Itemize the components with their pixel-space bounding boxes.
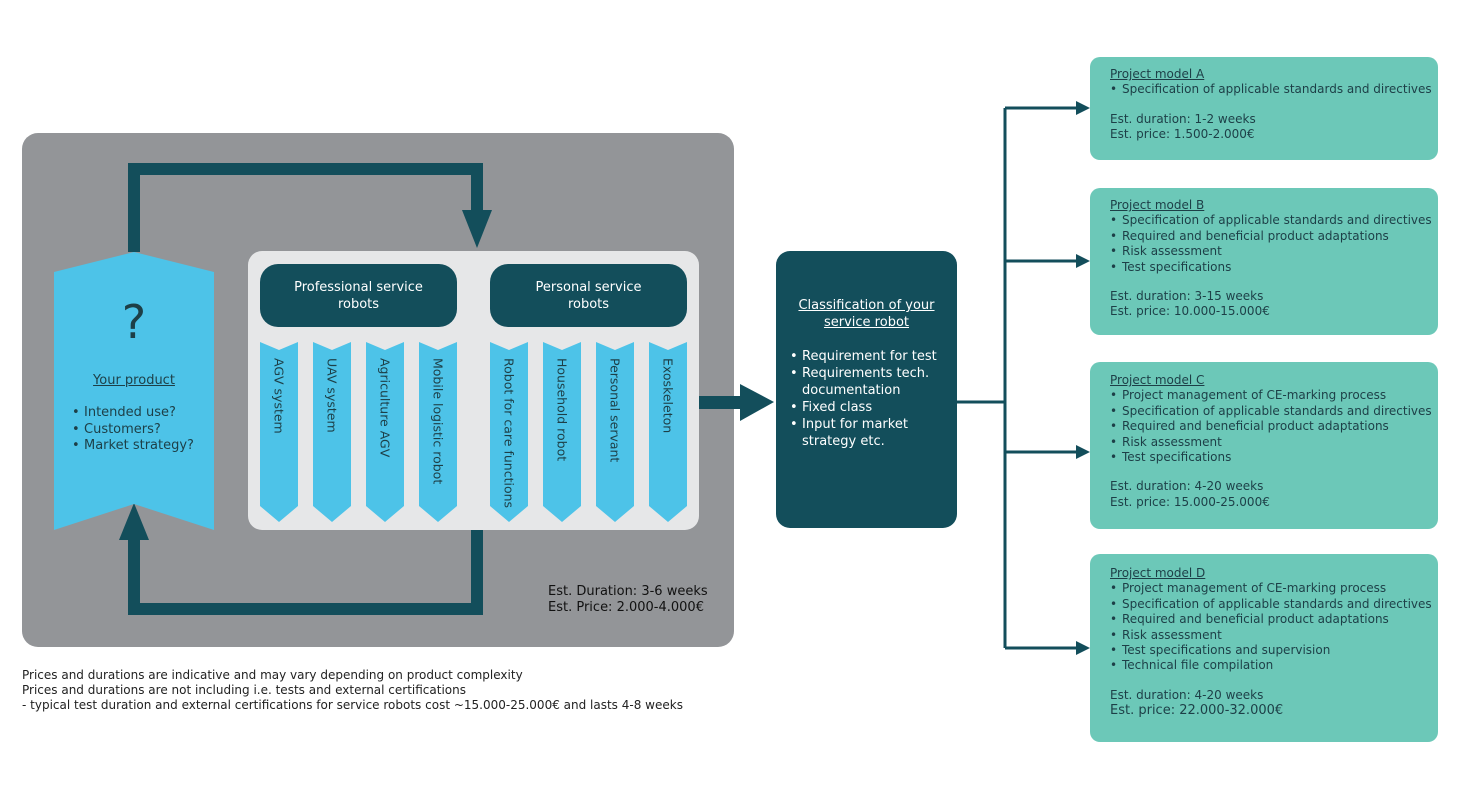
classification-title: Classification of your service robot xyxy=(798,298,935,330)
model-item: Specification of applicable standards an… xyxy=(1110,597,1438,613)
scope-duration: Est. Duration: 3-6 weeks xyxy=(548,584,708,599)
model-item: Test specifications and supervision xyxy=(1110,643,1438,659)
robot-type-uav-system: UAV system xyxy=(313,342,351,522)
model-duration: Est. duration: 4-20 weeks xyxy=(1110,687,1264,702)
model-item: Required and beneficial product adaptati… xyxy=(1110,612,1438,628)
arrowhead-model-a xyxy=(1076,101,1090,115)
classification-item: Requirement for test xyxy=(790,348,950,365)
classification-item: Fixed class xyxy=(790,399,950,416)
classification-item: Input for market strategy etc. xyxy=(790,416,950,450)
bottom-loop-arrowhead xyxy=(119,503,149,540)
model-estimate: Est. duration: 1-2 weeks Est. price: 1.5… xyxy=(1110,112,1438,143)
model-price: Est. price: 15.000-25.000€ xyxy=(1110,494,1270,509)
project-model-b: Project model B Specification of applica… xyxy=(1090,188,1438,335)
model-items: Specification of applicable standards an… xyxy=(1110,82,1438,98)
branch-lines xyxy=(957,106,1080,650)
model-item: Project management of CE-marking process xyxy=(1110,388,1438,404)
model-item: Required and beneficial product adaptati… xyxy=(1110,419,1438,435)
model-item: Risk assessment xyxy=(1110,244,1438,260)
top-loop-arrowhead xyxy=(462,210,492,248)
model-estimate: Est. duration: 4-20 weeks Est. price: 22… xyxy=(1110,688,1438,719)
model-price: Est. price: 10.000-15.000€ xyxy=(1110,304,1270,319)
robot-type-personal-servant: Personal servant xyxy=(596,342,634,522)
robot-type-agriculture-agv: Agriculture AGV xyxy=(366,342,404,522)
scope-price: Est. Price: 2.000-4.000€ xyxy=(548,600,704,615)
robot-type-exoskeleton: Exoskeleton xyxy=(649,342,687,522)
bottom-loop-arrow xyxy=(128,530,483,615)
model-item: Project management of CE-marking process xyxy=(1110,581,1438,597)
model-title: Project model B xyxy=(1110,198,1205,212)
model-duration: Est. duration: 1-2 weeks xyxy=(1110,111,1256,126)
model-title: Project model C xyxy=(1110,373,1205,387)
model-item: Specification of applicable standards an… xyxy=(1110,213,1438,229)
model-item: Specification of applicable standards an… xyxy=(1110,404,1438,420)
arrowhead-model-d xyxy=(1076,641,1090,655)
model-estimate: Est. duration: 4-20 weeks Est. price: 15… xyxy=(1110,479,1438,510)
question-mark-icon: ? xyxy=(121,295,147,349)
project-model-c: Project model C Project management of CE… xyxy=(1090,362,1438,529)
arrowhead-model-c xyxy=(1076,445,1090,459)
model-title: Project model A xyxy=(1110,67,1205,81)
scope-estimate: Est. Duration: 3-6 weeks Est. Price: 2.0… xyxy=(548,584,708,616)
model-items: Project management of CE-marking process… xyxy=(1110,581,1438,674)
footnote: Prices and durations are not including i… xyxy=(22,683,466,697)
model-item: Specification of applicable standards an… xyxy=(1110,82,1438,98)
model-price: Est. price: 1.500-2.000€ xyxy=(1110,127,1255,142)
model-item: Test specifications xyxy=(1110,450,1438,466)
project-model-a: Project model A Specification of applica… xyxy=(1090,57,1438,160)
model-item: Technical file compilation xyxy=(1110,658,1438,674)
footnotes: Prices and durations are indicative and … xyxy=(22,668,683,713)
main-arrow-head xyxy=(740,384,774,421)
model-title: Project model D xyxy=(1110,566,1206,580)
product-questions: Intended use? Customers? Market strategy… xyxy=(72,405,194,455)
personal-service-robots-header: Personal service robots xyxy=(490,264,687,327)
footnote: - typical test duration and external cer… xyxy=(22,698,683,712)
top-loop-arrow xyxy=(128,163,483,252)
project-model-d: Project model D Project management of CE… xyxy=(1090,554,1438,742)
model-item: Test specifications xyxy=(1110,260,1438,276)
product-question: Customers? xyxy=(72,422,194,439)
model-duration: Est. duration: 3-15 weeks xyxy=(1110,289,1264,304)
footnote: Prices and durations are indicative and … xyxy=(22,668,523,682)
main-arrow-shaft xyxy=(699,396,743,409)
model-estimate: Est. duration: 3-15 weeks Est. price: 10… xyxy=(1110,289,1438,320)
product-question: Intended use? xyxy=(72,405,194,422)
robot-type-mobile-logistic-robot: Mobile logistic robot xyxy=(419,342,457,522)
robot-type-agv-system: AGV system xyxy=(260,342,298,522)
model-items: Project management of CE-marking process… xyxy=(1110,388,1438,465)
branch-arrowheads xyxy=(1076,101,1090,655)
model-item: Required and beneficial product adaptati… xyxy=(1110,229,1438,245)
classification-items: Requirement for test Requirements tech. … xyxy=(790,348,950,450)
model-item: Risk assessment xyxy=(1110,435,1438,451)
professional-service-robots-header: Professional service robots xyxy=(260,264,457,327)
arrowhead-model-b xyxy=(1076,254,1090,268)
robot-type-care-functions: Robot for care functions xyxy=(490,342,528,522)
product-title: Your product xyxy=(93,373,175,388)
classification-box: Classification of your service robot Req… xyxy=(776,251,957,528)
model-items: Specification of applicable standards an… xyxy=(1110,213,1438,275)
model-item: Risk assessment xyxy=(1110,628,1438,644)
model-price: Est. price: 22.000-32.000€ xyxy=(1110,703,1284,719)
model-duration: Est. duration: 4-20 weeks xyxy=(1110,479,1264,494)
robot-type-household-robot: Household robot xyxy=(543,342,581,522)
classification-item: Requirements tech. documentation xyxy=(790,365,950,399)
product-question: Market strategy? xyxy=(72,438,194,455)
your-product-shape: ? Your product Intended use? Customers? … xyxy=(54,252,214,530)
